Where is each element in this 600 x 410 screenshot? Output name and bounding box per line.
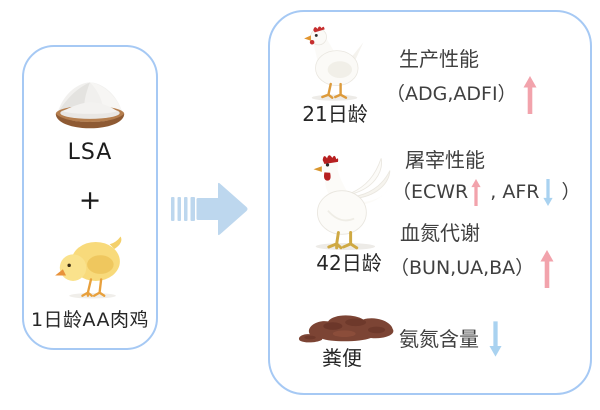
finding-title: 血氮代谢 xyxy=(400,221,480,245)
finding-detail-part: , AFR xyxy=(484,180,540,203)
white-rooster-42d-icon xyxy=(300,153,396,251)
finding-detail-part: （ECWR xyxy=(392,180,469,203)
subject-label: 1日龄AA肉鸡 xyxy=(30,309,150,331)
finding-title: 屠宰性能 xyxy=(405,148,485,172)
trend-up-arrow-icon xyxy=(470,179,482,206)
input-panel: LSA + 1日龄AA肉鸡 xyxy=(22,45,158,350)
dashed-block-arrow-right-icon xyxy=(171,181,249,237)
feces-icon xyxy=(296,309,402,347)
plus-sign: + xyxy=(78,185,102,216)
group-42d-label: 42日龄 xyxy=(316,251,382,275)
trend-down-arrow-icon xyxy=(542,179,554,206)
trend-up-arrow-icon xyxy=(523,76,537,114)
group-feces-label: 粪便 xyxy=(322,346,362,370)
trend-down-arrow-icon xyxy=(489,320,503,358)
white-broiler-21d-icon xyxy=(295,22,371,102)
results-panel: 21日龄 生产性能 （ADG,ADFI） xyxy=(268,10,592,395)
finding-detail: （ADG,ADFI） xyxy=(386,83,517,106)
yellow-chick-icon xyxy=(52,227,130,299)
finding-detail-part: ） xyxy=(555,180,581,203)
finding-title: 氨氮含量 xyxy=(399,326,479,351)
powder-bowl-icon xyxy=(44,77,136,131)
supplement-label: LSA xyxy=(67,140,113,165)
finding-detail: （BUN,UA,BA） xyxy=(390,257,535,280)
group-21d-label: 21日龄 xyxy=(302,102,368,126)
trend-up-arrow-icon xyxy=(540,250,554,288)
finding-title: 生产性能 xyxy=(399,47,479,71)
